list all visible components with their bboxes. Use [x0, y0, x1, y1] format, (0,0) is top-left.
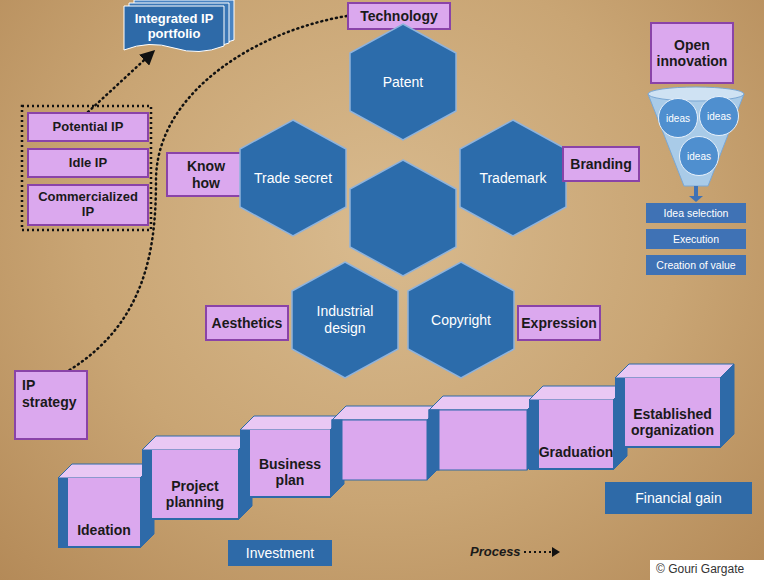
node-text: IP strategy: [22, 377, 80, 411]
label-box: Branding: [562, 146, 640, 182]
label-box: Know how: [166, 152, 246, 197]
node-text: Idle IP: [69, 156, 107, 171]
node-text: Industrial design: [303, 303, 387, 337]
stair-step: Project planning: [142, 450, 238, 520]
ip-status-box: Idle IP: [27, 148, 149, 178]
node-text: Idea selection: [664, 207, 729, 219]
stair-step: Established organization: [615, 378, 720, 448]
node-text: Financial gain: [635, 490, 721, 506]
node-text: Ideation: [77, 522, 131, 538]
stair-step: Business plan: [240, 430, 330, 498]
band-label: Financial gain: [605, 482, 752, 514]
node-text: Open innovation: [656, 37, 728, 69]
node-text: Technology: [360, 8, 438, 24]
ip-hexagon: Copyright: [408, 262, 514, 378]
process-arrow: [524, 547, 560, 557]
node-text: Creation of value: [656, 259, 735, 271]
node-text: ideas: [687, 151, 711, 162]
stair-faces: [58, 364, 734, 548]
node-text: Investment: [246, 545, 314, 561]
node-text: Trademark: [479, 170, 546, 187]
node-text: Project planning: [156, 478, 234, 510]
ip-status-box: Potential IP: [27, 112, 149, 142]
copyright-note: © Gouri Gargate: [656, 562, 744, 576]
copyright-plate: [650, 560, 764, 580]
idea-circle: ideas: [658, 98, 698, 138]
node-text: Expression: [521, 315, 596, 331]
node-text: Branding: [570, 156, 631, 172]
center-hexagon: [350, 160, 456, 276]
ip-group-frame: [22, 106, 151, 230]
process-band: Idea selection: [646, 203, 746, 223]
node-text: Execution: [673, 233, 719, 245]
dotted-connector: [88, 51, 154, 112]
strategy-box: IP strategy: [14, 370, 88, 440]
node-text: Integrated IP portfolio: [126, 12, 222, 42]
band-label: Investment: [228, 540, 332, 566]
node-text: Established organization: [629, 406, 716, 438]
idea-circle: ideas: [679, 136, 719, 176]
process-band: Creation of value: [646, 255, 746, 275]
ip-hexagon: Industrial design: [292, 262, 398, 378]
stair-step: Graduation: [529, 400, 613, 470]
node-text: ideas: [666, 113, 690, 124]
label-box: Expression: [517, 305, 601, 341]
ip-status-box: Commercialized IP: [27, 184, 149, 226]
ip-hexagon: Trade secret: [240, 120, 346, 236]
node-text: Commercialized IP: [32, 190, 144, 220]
node-text: Patent: [383, 74, 423, 91]
node-text: Aesthetics: [212, 315, 283, 331]
funnel: [648, 87, 744, 202]
stage-label: Process: [470, 544, 521, 559]
document-stack: Integrated IP portfolio: [124, 0, 236, 56]
stair-step: Ideation: [58, 478, 140, 548]
label-box: Open innovation: [650, 22, 734, 84]
node-text: Business plan: [254, 456, 326, 488]
node-text: Potential IP: [53, 120, 124, 135]
ip-hexagon: Patent: [350, 24, 456, 140]
label-box: Aesthetics: [205, 305, 289, 341]
ip-hexagon: Trademark: [460, 120, 566, 236]
node-text: Copyright: [431, 312, 491, 329]
node-text: ideas: [707, 111, 731, 122]
node-text: Trade secret: [254, 170, 332, 187]
idea-circle: ideas: [699, 96, 739, 136]
node-text: Know how: [172, 158, 240, 190]
process-band: Execution: [646, 229, 746, 249]
node-text: Graduation: [539, 444, 614, 460]
